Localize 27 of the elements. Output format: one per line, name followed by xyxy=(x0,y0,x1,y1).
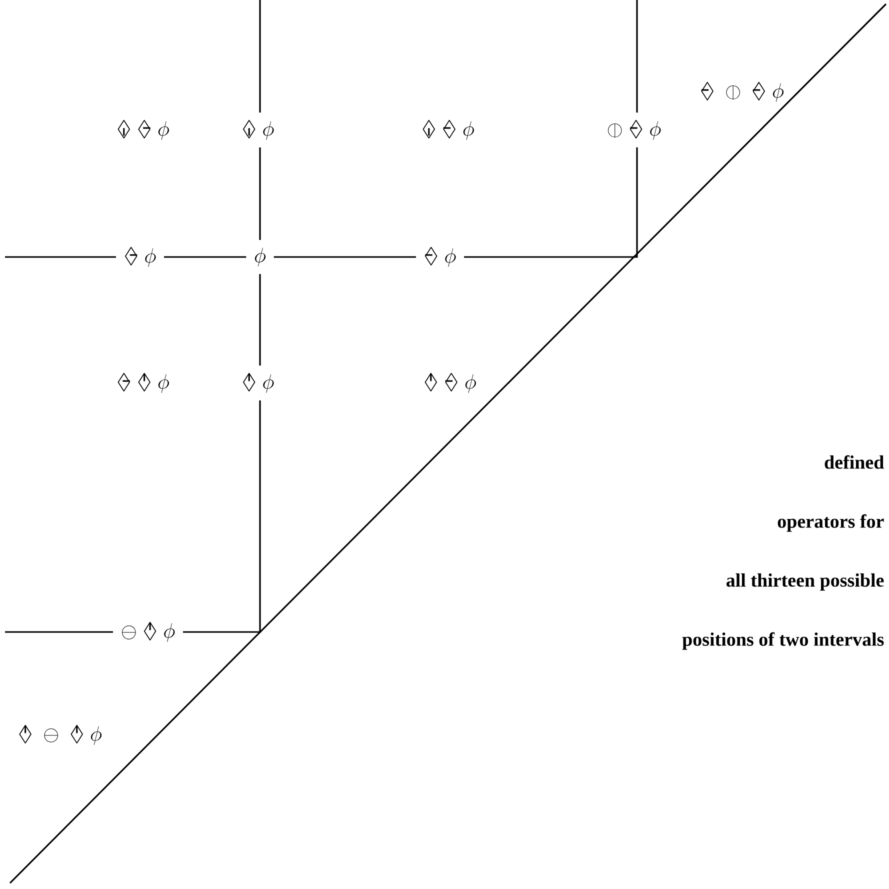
operator-formula: $\mathord{\ooalign{$\Diamond$\cr\hfil\rule[0.31em]{0.33em}{0.07em}\kern0.06em\cr}}\;\phi$ xyxy=(125,246,156,267)
connector-line xyxy=(259,274,261,366)
caption-line: operators for xyxy=(778,514,884,532)
connector-line xyxy=(5,631,114,633)
operator-formula: $\mathord{\ooalign{$\Diamond$\cr\hfil\rule[0.34em]{0.07em}{0.34em}\hfil\cr}}\;\ominus\;\mathord{\ooalign{$\Diamond$\cr\hfil\rule[0.34em]{0.07em}{0.34em}\hfil\cr}}\;\phi$ xyxy=(19,724,102,745)
connector-line xyxy=(259,0,261,113)
operator-formula: $\mathord{\ooalign{$\Diamond$\cr\hfil\rule[0.34em]{0.07em}{0.34em}\hfil\cr}}\;\phi$ xyxy=(243,372,274,393)
connector-line xyxy=(464,147,638,258)
connector-line xyxy=(259,147,261,240)
operator-formula: $\ominus\;\mathord{\ooalign{$\Diamond$\cr\hfil\rule[0.34em]{0.07em}{0.34em}\hfil\cr}}\;\phi$ xyxy=(122,622,175,642)
operator-formula: $\mathord{\ooalign{$\Diamond$\cr\hfil\rule{0.07em}{0.34em}\hfil\cr}}\;\phi$ xyxy=(243,120,274,140)
operator-formula: $\mathord{\ooalign{$\Diamond$\cr\hfil\rule[0.34em]{0.07em}{0.34em}\hfil\cr}}\;\mathord{\ooalign{$\Diamond$\cr\kern0.06em\rule[0.31em]{0.33em}{0.07em}\hfil\cr}}\;\phi$ xyxy=(424,372,476,393)
operator-formula: $\mathord{\ooalign{$\Diamond$\cr\hfil\rule[0.31em]{0.33em}{0.07em}\kern0.06em\cr}}\;\mathord{\ooalign{$\Diamond$\cr\hfil\rule[0.34em]{0.07em}{0.34em}\hfil\cr}}\;\phi$ xyxy=(118,372,169,393)
operator-formula: $\mathord{\ooalign{$\Diamond$\cr\kern0.06em\rule[0.31em]{0.33em}{0.07em}\hfil\cr}}\;\phi$ xyxy=(425,246,456,267)
caption-line: all thirteen possible xyxy=(726,573,884,591)
operator-formula: $\phi$ xyxy=(254,248,266,266)
operator-formula: $\mathord{\ooalign{$\Diamond$\cr\hfil\rule{0.07em}{0.34em}\hfil\cr}}\;\mathord{\ooalign{$\Diamond$\cr\kern0.06em\rule[0.31em]{0.33em}{0.07em}\hfil\cr}}\;\phi$ xyxy=(422,120,474,140)
connector-line xyxy=(274,256,416,258)
operator-formula: $\mathord{\ooalign{$\Diamond$\cr\hfil\rule{0.07em}{0.34em}\hfil\cr}}\;\mathord{\ooalign{$\Diamond$\cr\hfil\rule[0.31em]{0.33em}{0.07em}\kern0.06em\cr}}\;\phi$ xyxy=(118,120,169,140)
operator-formula: $\obar\;\mathord{\ooalign{$\Diamond$\cr\kern0.06em\rule[0.31em]{0.33em}{0.07em}\hfil\cr}}\;\phi$ xyxy=(608,120,661,140)
connector-line xyxy=(636,0,638,113)
caption-line: positions of two intervals xyxy=(682,632,884,650)
connector-line xyxy=(182,400,261,633)
operator-formula: $\mathord{\ooalign{$\Diamond$\cr\kern0.06em\rule[0.31em]{0.33em}{0.07em}\hfil\cr}}\;\obar\;\mathord{\ooalign{$\Diamond$\cr\kern0.06em\rule[0.31em]{0.33em}{0.07em}\hfil\cr}}\;\phi$ xyxy=(701,82,784,102)
caption-line: defined xyxy=(824,455,884,469)
connector-line xyxy=(164,256,246,258)
connector-line xyxy=(5,256,116,258)
